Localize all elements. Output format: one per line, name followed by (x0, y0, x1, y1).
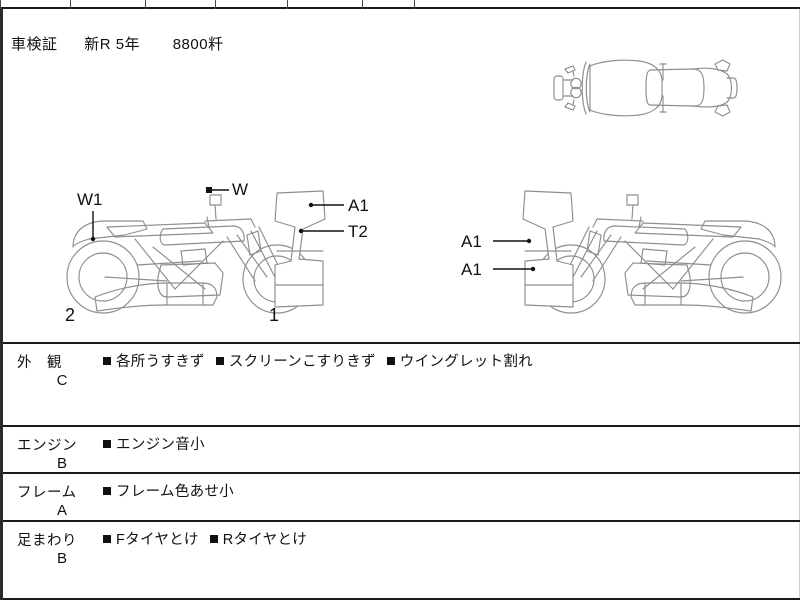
note-bullet-icon (386, 357, 395, 365)
condition-notes-engine: エンジン音小 (103, 433, 797, 454)
motorcycle-top-view (543, 42, 763, 134)
condition-note-item: 各所うすきず (103, 354, 205, 370)
annotation-a1-text: A1 (348, 196, 369, 215)
annotation-t2-text: T2 (348, 222, 368, 241)
condition-note-text: Rタイヤとけ (222, 532, 308, 548)
registration-line: 車検証 新R 5年 8800粁 (11, 33, 224, 54)
condition-note-text: Fタイヤとけ (116, 532, 199, 548)
odometer-value: 8800粁 (172, 36, 224, 53)
truncated-table-cell (70, 0, 145, 9)
diagram-panel: 車検証 新R 5年 8800粁 (3, 9, 800, 344)
truncated-table-cell (287, 0, 362, 9)
condition-notes-appearance: 各所うすきず スクリーンこすりきず ウイングレット割れ (103, 350, 797, 371)
annotation-a1-lower-text: A1 (461, 260, 482, 279)
note-bullet-icon (103, 440, 111, 448)
condition-notes-frame: フレーム色あせ小 (103, 480, 797, 501)
condition-note-text: フレーム色あせ小 (116, 484, 234, 500)
condition-note-item: ウイングレット割れ (386, 354, 533, 370)
condition-note-text: エンジン音小 (116, 437, 205, 453)
note-bullet-icon (209, 535, 218, 543)
annotation-number-1: 1 (269, 305, 279, 325)
truncated-table-cell (414, 0, 800, 9)
truncated-table-cell (215, 0, 287, 9)
condition-grade-appearance: C (56, 372, 68, 389)
condition-note-item: Fタイヤとけ (103, 532, 199, 548)
registration-label: 車検証 (11, 36, 58, 53)
condition-category-appearance: 外 観 (17, 355, 62, 371)
condition-note-item: Rタイヤとけ (209, 532, 308, 548)
condition-grade-engine: B (56, 455, 67, 472)
note-bullet-icon (215, 357, 224, 365)
condition-note-text: ウイングレット割れ (399, 354, 533, 370)
condition-notes-suspension: Fタイヤとけ Rタイヤとけ (103, 528, 797, 549)
annotation-a1-upper-text: A1 (461, 232, 482, 251)
annotation-number-2: 2 (65, 305, 75, 325)
condition-category-engine: エンジン (17, 438, 77, 454)
truncated-table-strip (0, 0, 800, 9)
condition-note-item: スクリーンこすりきず (215, 354, 376, 370)
truncated-table-cell (145, 0, 215, 9)
motorcycle-left-side-view: W1 W A1 T2 2 1 (55, 169, 385, 329)
inspection-sheet: 車検証 新R 5年 8800粁 (0, 9, 800, 600)
note-bullet-icon (103, 487, 111, 495)
condition-note-text: 各所うすきず (116, 354, 205, 370)
registration-validity: 新R 5年 (84, 36, 141, 53)
condition-note-item: エンジン音小 (103, 437, 205, 453)
condition-grade-suspension: B (56, 550, 67, 567)
note-bullet-icon (103, 357, 111, 365)
condition-category-suspension: 足まわり (17, 533, 77, 549)
truncated-table-cell (362, 0, 414, 9)
truncated-table-cell (0, 0, 70, 9)
annotation-w1-text: W1 (77, 190, 103, 209)
condition-note-text: スクリーンこすりきず (228, 354, 376, 370)
note-bullet-icon (103, 535, 111, 543)
condition-category-frame: フレーム (17, 485, 77, 501)
annotation-w-text: W (232, 180, 248, 199)
condition-grade-frame: A (56, 502, 67, 519)
motorcycle-right-side-view: A1 A1 (443, 169, 793, 329)
condition-note-item: フレーム色あせ小 (103, 484, 234, 500)
